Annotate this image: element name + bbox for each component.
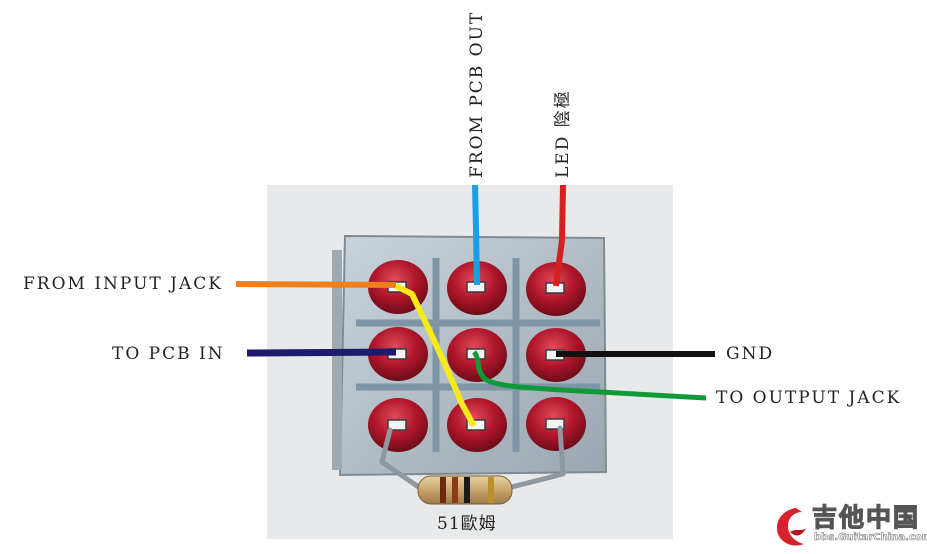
label-to-pcb-in: TO PCB IN — [112, 344, 225, 364]
label-led-cathode: LED 陰極 — [553, 89, 573, 178]
wire-led-cathode — [553, 184, 566, 287]
wire-to-pcb-in — [246, 348, 397, 357]
wire-to-output-jack — [471, 350, 707, 401]
label-from-pcb-out: FROM PCB OUT — [467, 10, 487, 178]
guitar-china-dragon-logo-icon — [776, 508, 806, 546]
switch-grid-bars — [356, 258, 600, 452]
resistor-lead-right — [505, 425, 566, 491]
label-gnd: GND — [726, 344, 775, 364]
label-resistor-value: 51歐姆 — [437, 514, 497, 534]
switch-plate-lip — [332, 250, 342, 470]
label-to-output-jack: TO OUTPUT JACK — [716, 388, 902, 408]
wire-from-input-jack — [235, 281, 397, 288]
wire-from-pcb-out — [472, 184, 480, 286]
wire-jumper-yellow — [394, 283, 477, 428]
logo-name: 吉他中国 — [811, 503, 921, 532]
logo-url: bbs.GuitarChina.com — [814, 532, 927, 544]
resistor-lead-left — [379, 427, 429, 495]
label-from-input-jack: FROM INPUT JACK — [23, 274, 223, 294]
resistor-51-ohm — [417, 475, 513, 505]
